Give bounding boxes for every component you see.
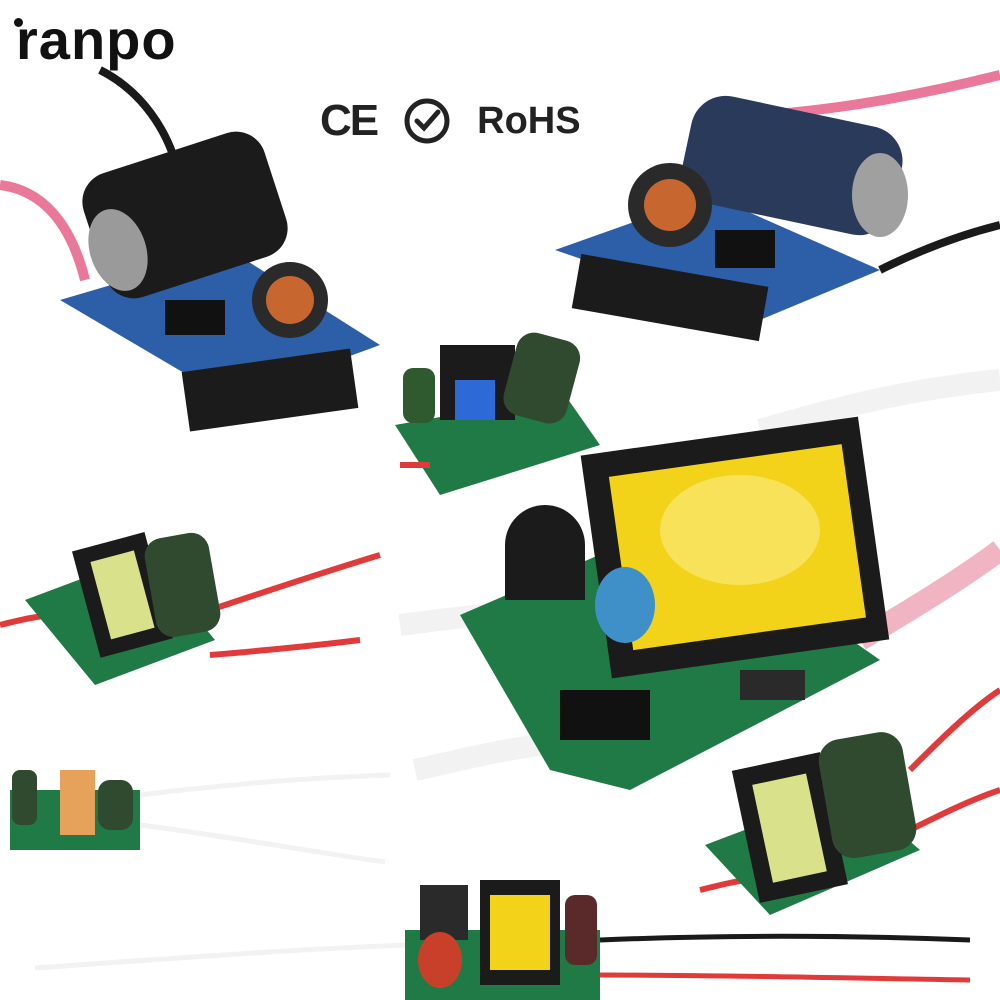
transformer-winding — [660, 475, 820, 585]
orange-transformer — [60, 770, 95, 835]
sgs-quality-mark-icon — [404, 98, 450, 144]
chip — [165, 300, 225, 335]
rectifier-chip — [560, 690, 650, 740]
transformer-bobbin — [752, 773, 827, 883]
brand-logo-text: ranpo — [16, 8, 177, 71]
blue-coil — [455, 380, 495, 420]
black-wire — [599, 933, 971, 943]
product-driver-tiny-orange — [10, 770, 391, 865]
brand-logo: ranpo — [14, 12, 177, 68]
product-driver-small-transformer-left — [0, 532, 381, 685]
capacitor-green — [818, 732, 917, 859]
small-capacitor — [12, 770, 37, 825]
red-wire — [599, 972, 971, 983]
rohs-mark: RoHS — [477, 99, 581, 142]
pin-header — [181, 348, 359, 432]
capacitor-navy — [682, 95, 903, 236]
red-wire-upper — [209, 552, 381, 613]
chip — [715, 230, 775, 268]
capacitor-green — [144, 532, 221, 637]
white-wire-upper — [756, 369, 1000, 441]
product-driver-small-transformer-right — [699, 687, 1000, 915]
red-wire-upper — [907, 687, 1000, 773]
transistor — [505, 505, 585, 600]
red-film-capacitor — [418, 932, 462, 988]
red-wire-lower — [908, 787, 1000, 833]
ce-mark: CE — [320, 96, 379, 145]
capacitor-brown — [565, 895, 597, 965]
product-driver-blue-round-1 — [0, 66, 380, 432]
transformer-bobbin — [490, 895, 550, 970]
transformer-bobbin — [90, 550, 155, 640]
black-wire — [878, 221, 1000, 274]
smd-component — [740, 670, 805, 700]
product-driver-large-yellow-transformer — [398, 369, 1000, 790]
inductor-copper — [644, 179, 696, 231]
pink-wire — [759, 70, 1000, 120]
red-wire-lower — [209, 637, 361, 658]
small-capacitor — [403, 368, 435, 423]
connector-block — [420, 885, 468, 940]
certification-marks: CE RoHS — [320, 96, 581, 146]
inductor-copper — [266, 276, 314, 324]
capacitor-top — [852, 153, 908, 237]
logo-dot — [14, 18, 23, 27]
capacitor-top — [88, 209, 148, 291]
pin-header — [571, 253, 769, 342]
white-wire-upper — [139, 772, 391, 798]
product-driver-bottom-yellow — [34, 880, 971, 1000]
white-wire-lower — [412, 734, 542, 781]
white-wire-lower — [139, 822, 386, 865]
product-driver-mini-blue-coil — [395, 332, 600, 495]
capacitor-green — [503, 332, 581, 424]
blue-ceramic-capacitor — [595, 567, 655, 643]
white-wire — [34, 942, 406, 971]
product-driver-blue-round-2 — [555, 70, 1000, 342]
capacitor-green — [98, 780, 133, 830]
pink-wire — [0, 180, 90, 282]
